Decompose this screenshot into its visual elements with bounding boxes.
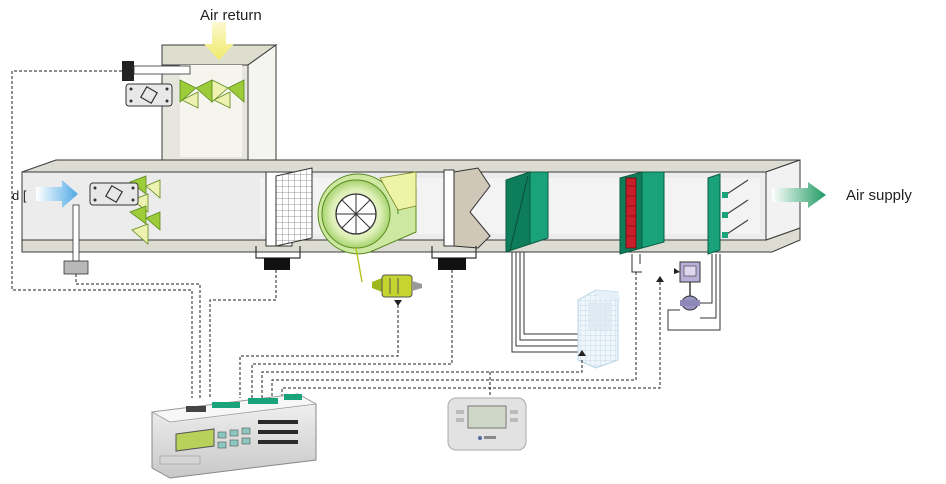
humidity-sensor-icon [372, 274, 422, 298]
heating-coil-icon [619, 171, 665, 255]
controller-display [175, 428, 215, 452]
wiring-arrowheads [394, 268, 680, 356]
damper-actuator-icon [89, 182, 139, 206]
bag-filter-icon [431, 167, 491, 270]
terminal-screen [467, 405, 507, 429]
fan-icon [317, 171, 417, 283]
damper-actuator-icon [125, 83, 173, 107]
refrigerant-pipes [511, 252, 578, 353]
valve-actuator-icon [631, 254, 721, 331]
terminal-display-icon [447, 397, 527, 451]
return-air-arrow [204, 22, 234, 60]
cooling-coil-icon [505, 171, 549, 253]
filter-icon [255, 167, 313, 270]
return-riser-side [247, 44, 277, 161]
differential-pressure-switch [264, 258, 290, 270]
air-return-label: Air return [200, 7, 262, 24]
air-arrows [36, 22, 826, 208]
air-supply-label: Air supply [846, 187, 912, 204]
duct-top [21, 159, 801, 173]
outside-air-arrow [36, 180, 78, 208]
outside-damper-actuator [63, 182, 139, 275]
return-damper [179, 79, 245, 109]
return-damper-actuator [122, 61, 191, 107]
humidifier-icon [707, 173, 749, 255]
control-wiring [11, 70, 661, 398]
controller-icon [150, 393, 318, 479]
outdoor-unit-icon [577, 289, 620, 369]
supply-air-arrow [772, 182, 826, 208]
return-riser-inner [180, 65, 242, 157]
outside-air-label: d [ [12, 188, 27, 203]
